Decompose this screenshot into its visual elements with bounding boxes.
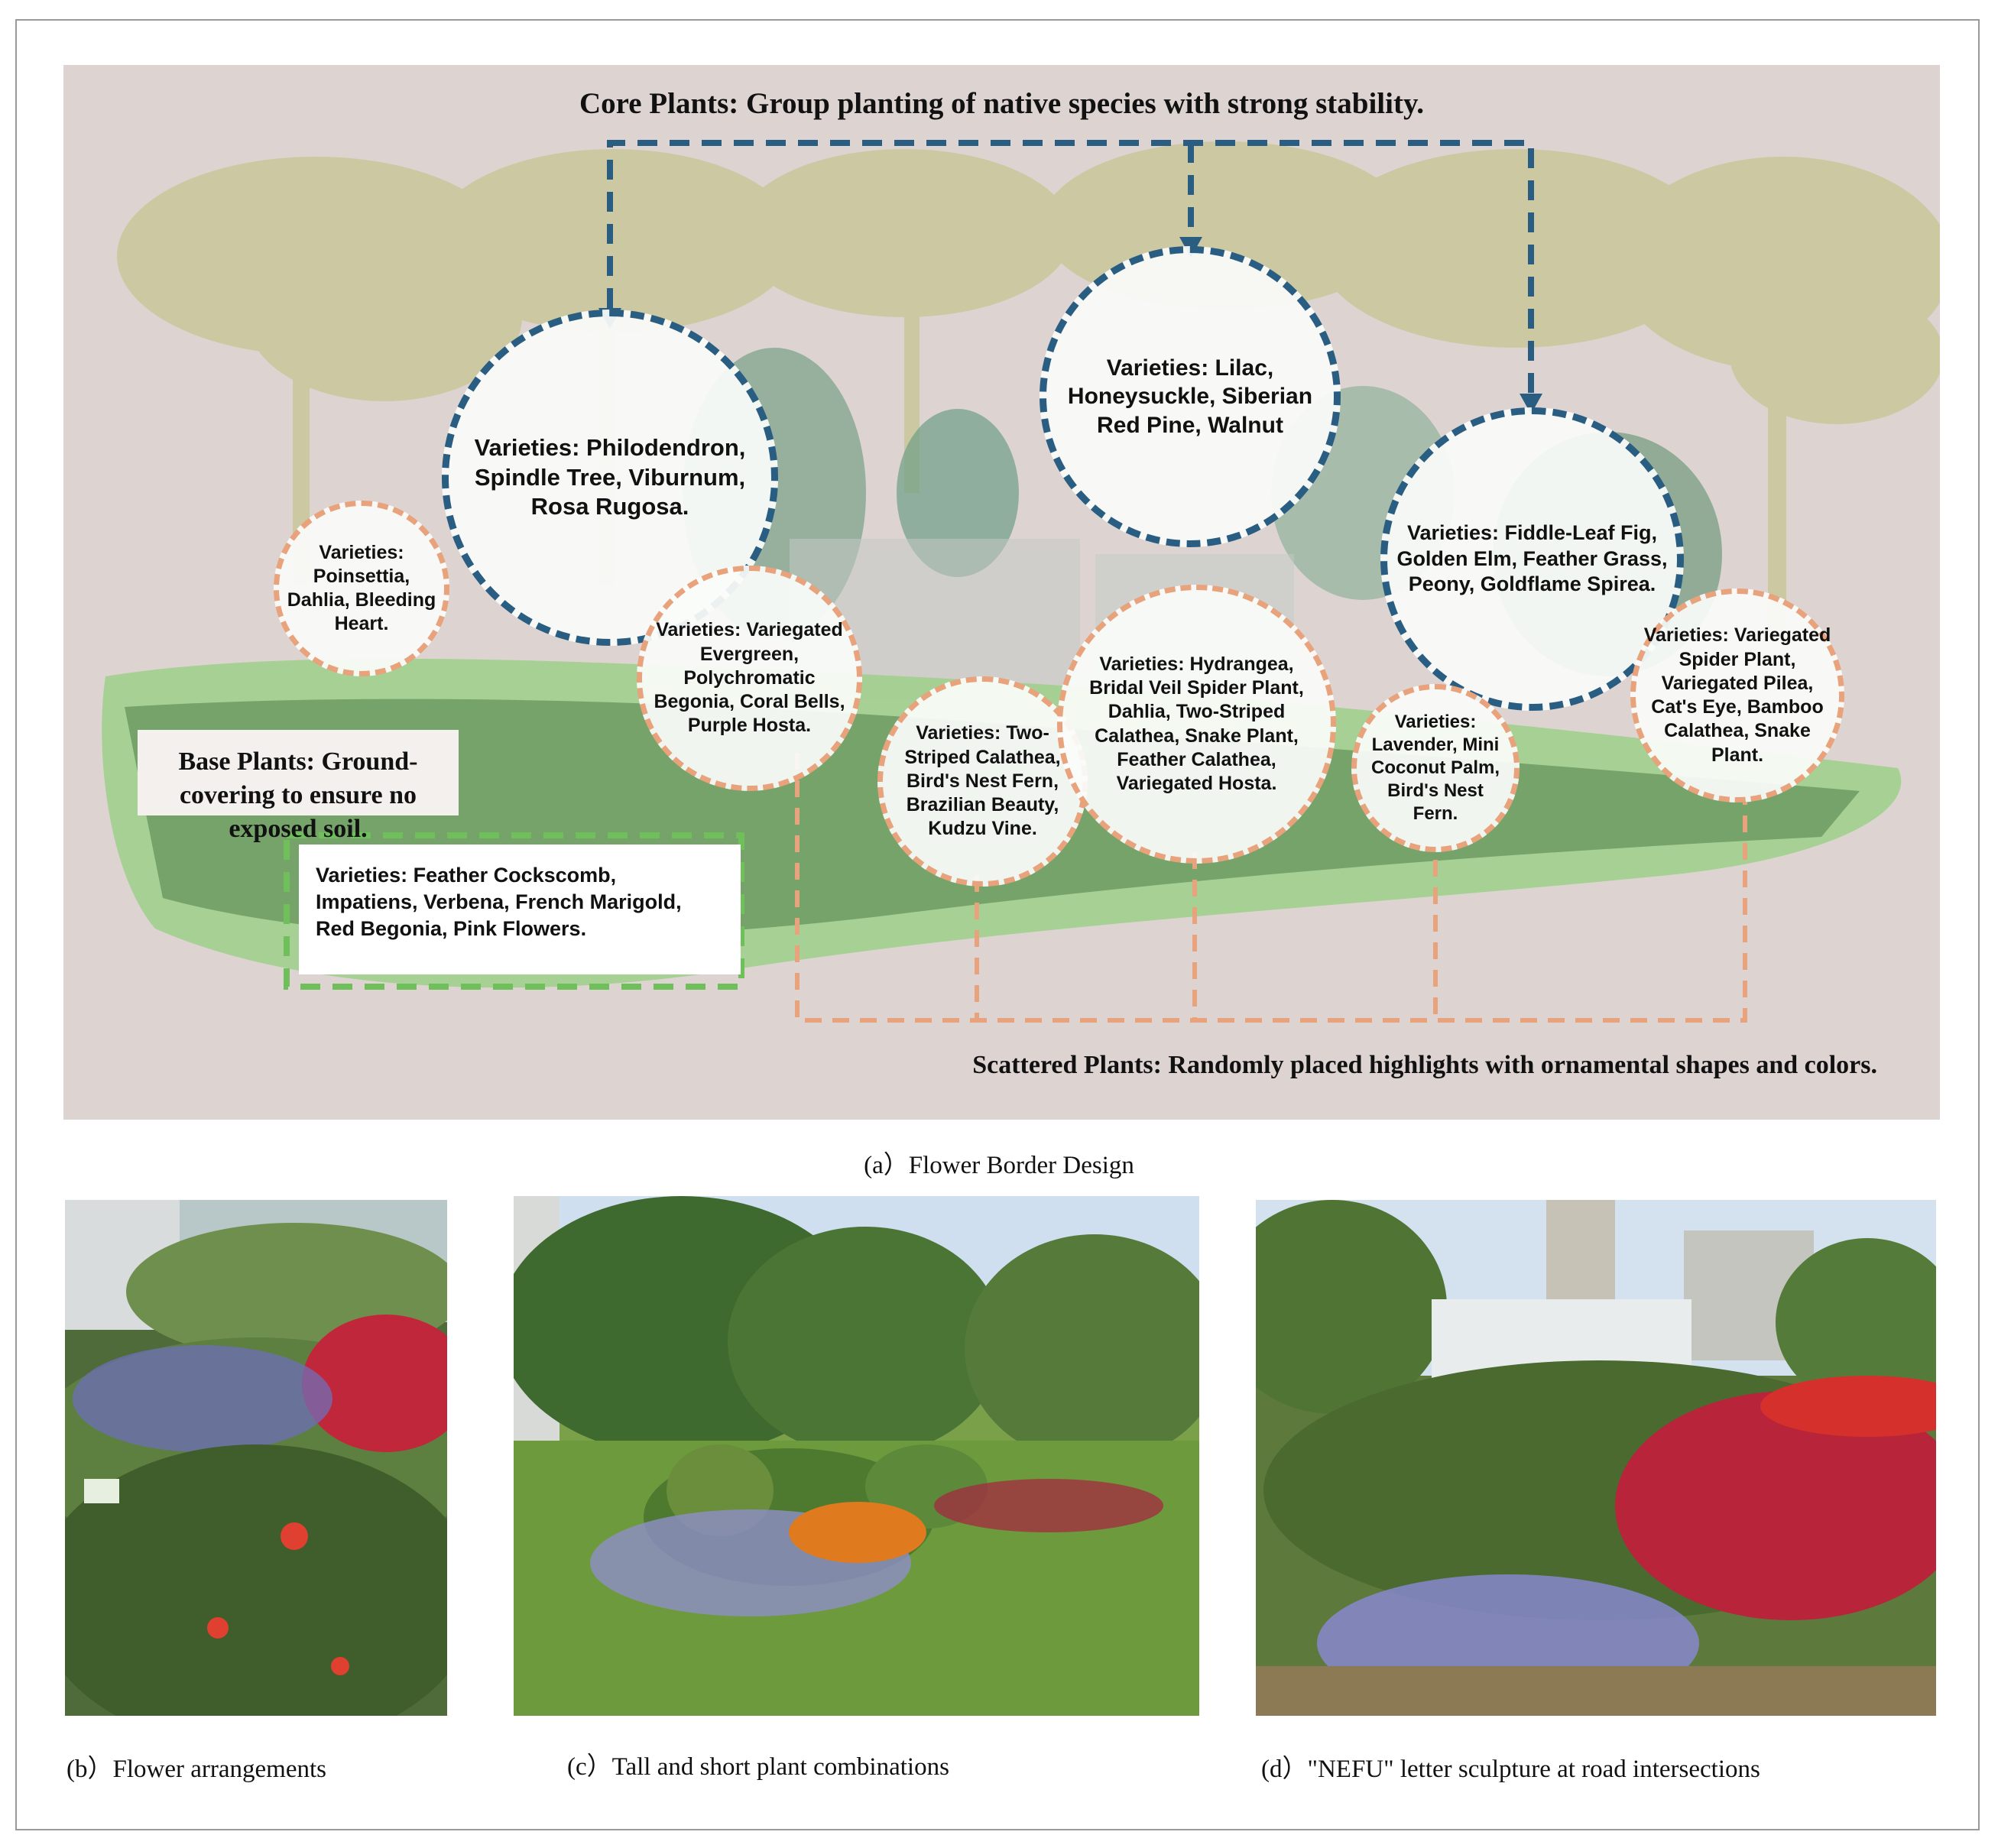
scattered-circle-hydrangea-text: Varieties: Hydrangea, Bridal Veil Spider… [1062, 653, 1331, 796]
scattered-circle-spider-plant: Varieties: Variegated Spider Plant, Vari… [1630, 588, 1844, 802]
caption-c: (c）Tall and short plant combinations [567, 1746, 949, 1782]
core-circle-fiddle-leaf-text: Varieties: Fiddle-Leaf Fig, Golden Elm, … [1387, 520, 1677, 598]
scattered-circle-variegated-evergreen-text: Varieties: Variegated Evergreen, Polychr… [642, 618, 857, 738]
scattered-circle-calathea: Varieties: Two-Striped Calathea, Bird's … [877, 676, 1088, 887]
core-circle-lilac-text: Varieties: Lilac, Honeysuckle, Siberian … [1046, 354, 1334, 440]
scattered-circle-poinsettia-text: Varieties: Poinsettia, Dahlia, Bleeding … [279, 541, 444, 637]
caption-b: (b）Flower arrangements [66, 1748, 326, 1785]
caption-d: (d）"NEFU" letter sculpture at road inter… [1261, 1748, 1760, 1785]
scattered-circle-spider-plant-text: Varieties: Variegated Spider Plant, Vari… [1636, 624, 1839, 767]
photo-tall-short-combinations [514, 1196, 1199, 1716]
photo-flower-arrangements-image [65, 1200, 447, 1716]
photo-tall-short-combinations-image [514, 1196, 1199, 1716]
scattered-circle-calathea-text: Varieties: Two-Striped Calathea, Bird's … [883, 721, 1082, 841]
scattered-circle-variegated-evergreen: Varieties: Variegated Evergreen, Polychr… [637, 566, 862, 791]
scattered-circle-lavender-text: Varieties: Lavender, Mini Coconut Palm, … [1357, 711, 1514, 825]
scattered-circle-poinsettia: Varieties: Poinsettia, Dahlia, Bleeding … [274, 501, 449, 676]
base-plants-varieties: Varieties: Feather Cockscomb, Impatiens,… [299, 845, 741, 974]
base-plants-title: Base Plants: Ground-covering to ensure n… [138, 730, 459, 815]
photo-flower-arrangements [65, 1200, 447, 1716]
photo-nefu-sculpture-image [1256, 1200, 1936, 1716]
core-circle-philodendron-text: Varieties: Philodendron, Spindle Tree, V… [449, 433, 771, 522]
core-plants-title: Core Plants: Group planting of native sp… [63, 86, 1940, 121]
photo-nefu-sculpture [1256, 1200, 1936, 1716]
scattered-plants-title: Scattered Plants: Randomly placed highli… [972, 1051, 1877, 1080]
caption-a: (a）Flower Border Design [0, 1144, 1998, 1181]
scattered-circle-lavender: Varieties: Lavender, Mini Coconut Palm, … [1351, 684, 1520, 852]
scattered-circle-hydrangea: Varieties: Hydrangea, Bridal Veil Spider… [1057, 585, 1336, 864]
core-circle-lilac: Varieties: Lilac, Honeysuckle, Siberian … [1040, 246, 1341, 547]
flower-border-diagram: Core Plants: Group planting of native sp… [63, 65, 1940, 1120]
